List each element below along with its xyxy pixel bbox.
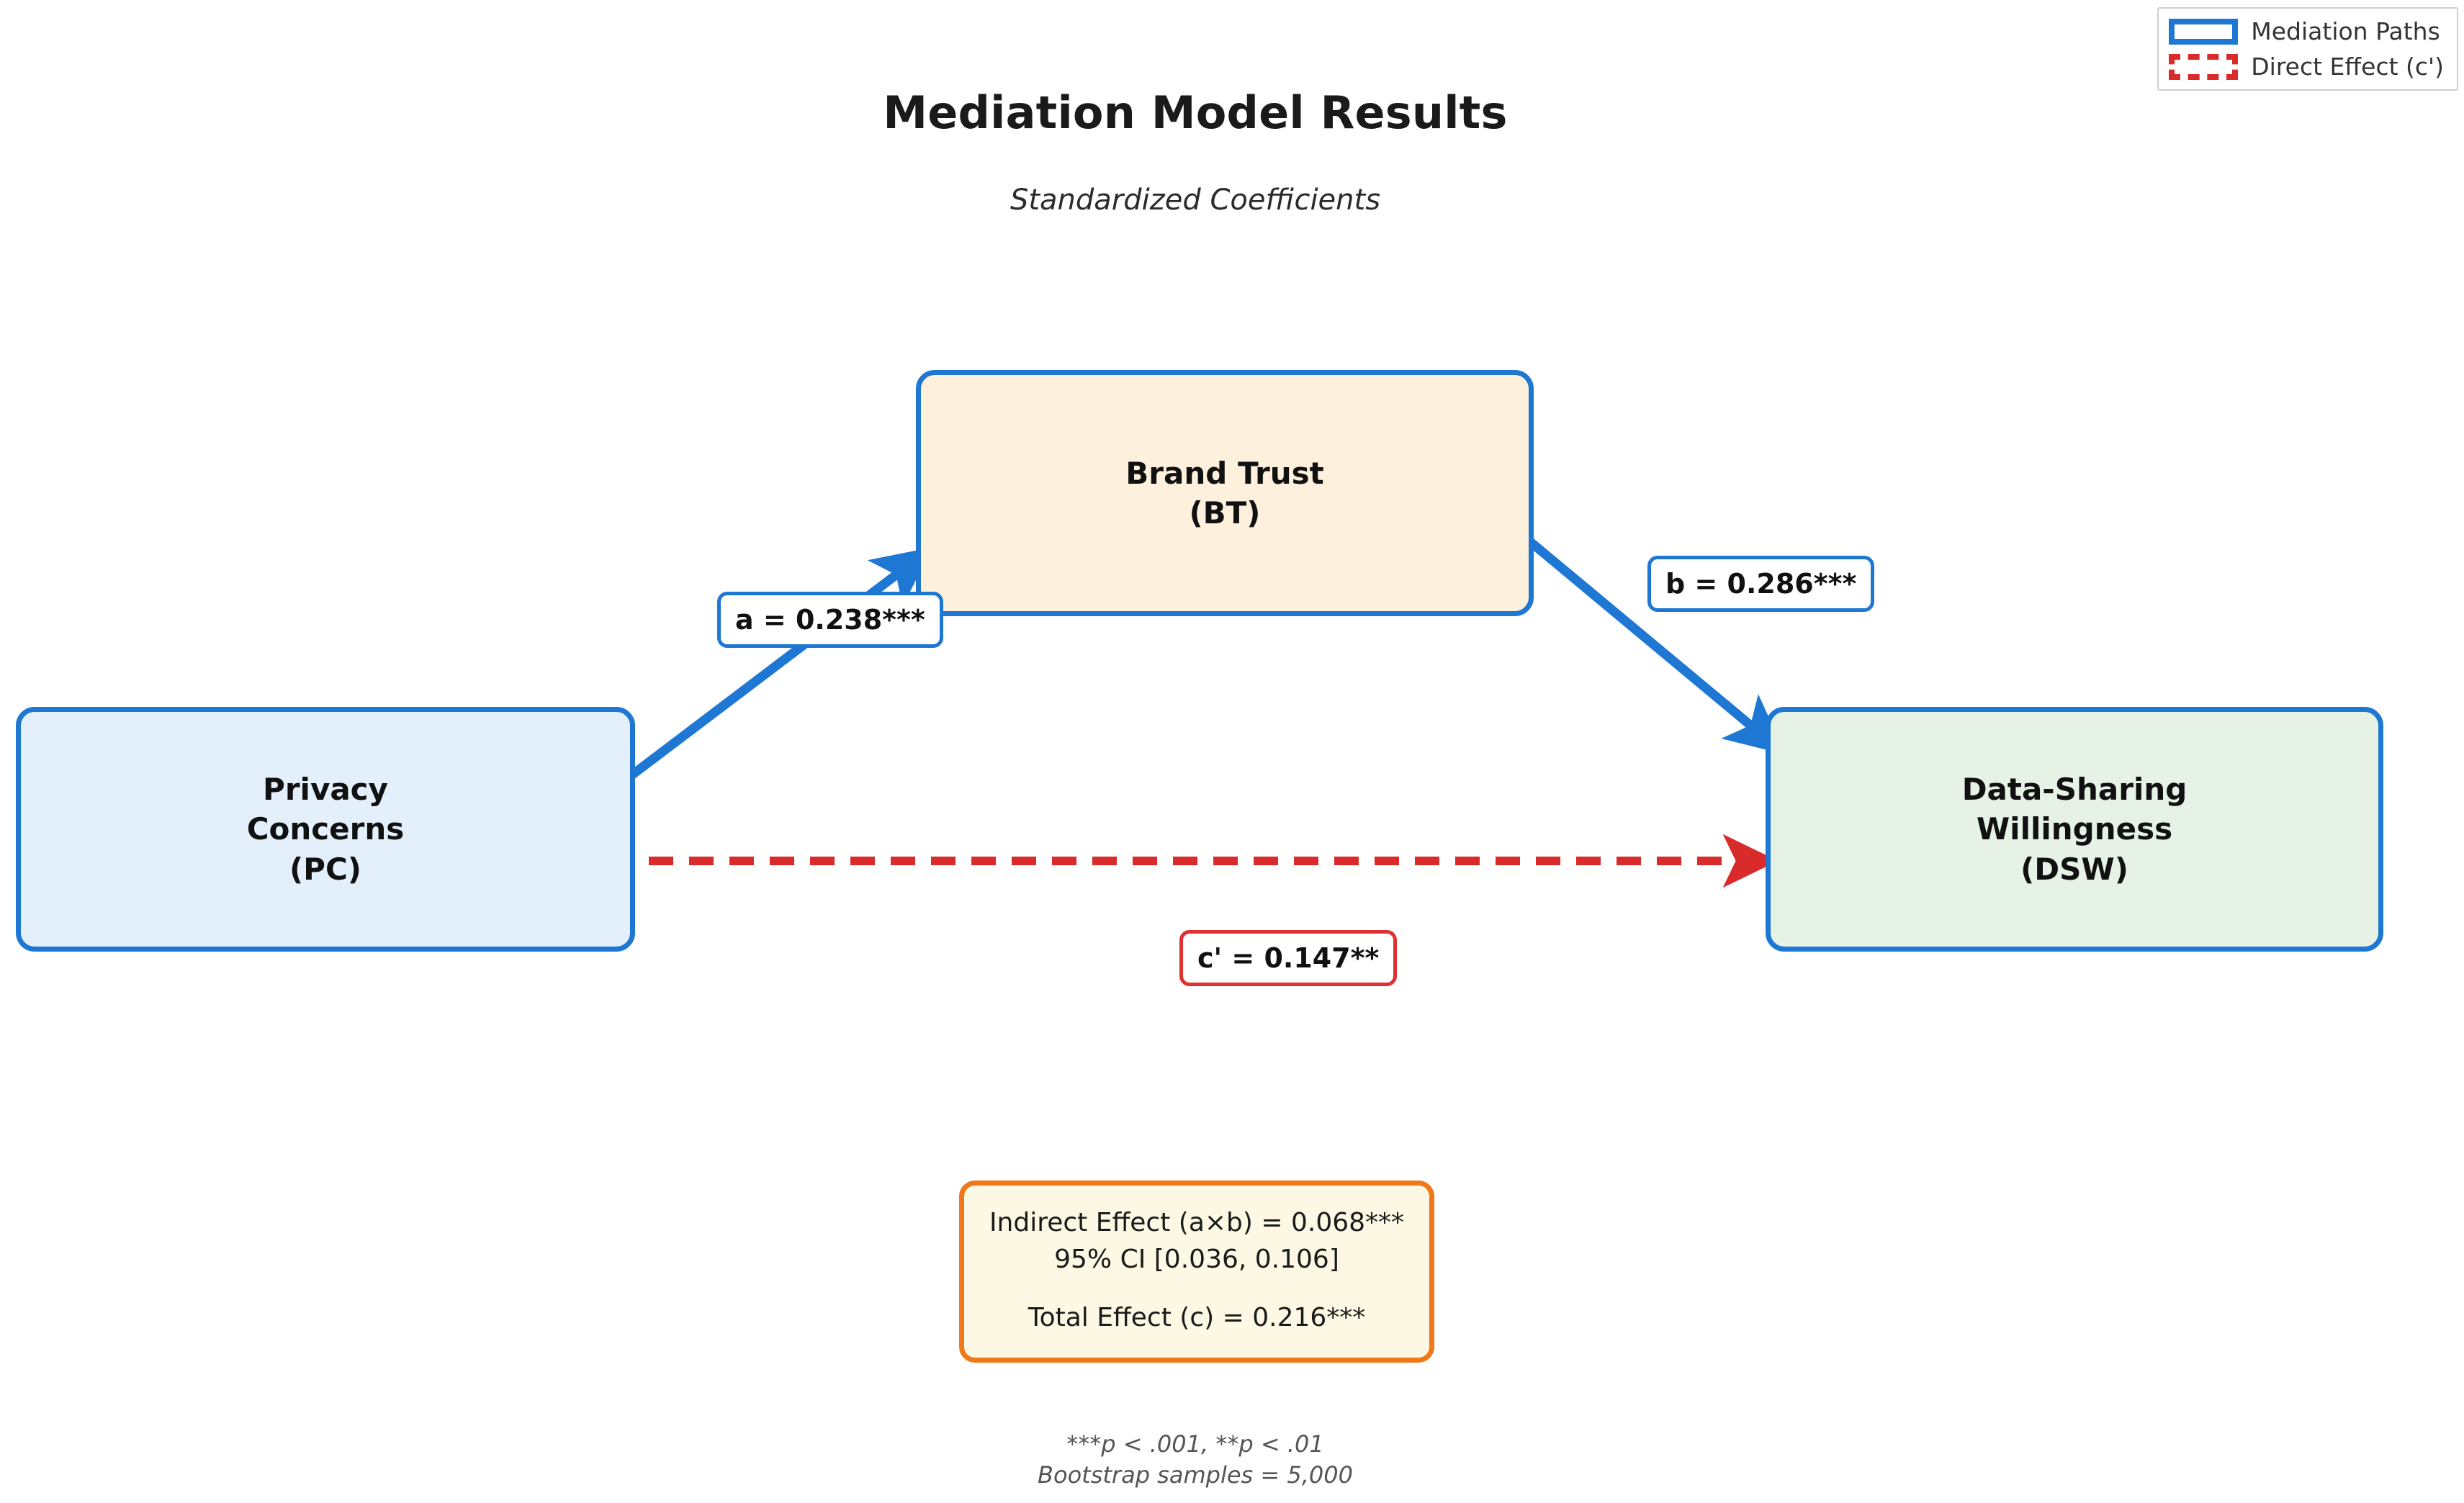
path-label-c-prime: c' = 0.147** [1179,930,1398,986]
figure-title: Mediation Model Results [883,86,1508,139]
stats-spacer [979,1278,1415,1299]
node-dsw-line1: Data-Sharing [1961,771,2188,807]
path-b-arrow [1507,522,1786,755]
footnote: ***p < .001, **p < .01 Bootstrap samples… [0,1429,2391,1491]
path-a-arrow [616,547,933,789]
legend-label-direct-effect: Direct Effect (c') [2251,53,2444,81]
node-bt-line2: (BT) [1189,495,1261,531]
figure-subtitle: Standardized Coefficients [1010,184,1381,217]
effects-summary-box: Indirect Effect (a×b) = 0.068*** 95% CI … [959,1181,1434,1363]
indirect-effect-text: Indirect Effect (a×b) = 0.068*** [989,1208,1405,1237]
footnote-bootstrap: Bootstrap samples = 5,000 [1038,1461,1353,1489]
node-pc-line3: (PC) [289,851,361,887]
legend-label-mediation-paths: Mediation Paths [2251,17,2440,45]
node-pc-line2: Concerns [246,811,405,847]
legend-item-mediation-paths[interactable]: Mediation Paths [2169,17,2444,45]
legend: Mediation Paths Direct Effect (c') [2157,7,2458,91]
footnote-significance: ***p < .001, **p < .01 [1066,1430,1324,1458]
node-brand-trust[interactable]: Brand Trust (BT) [916,370,1534,616]
total-effect-text: Total Effect (c) = 0.216*** [1028,1303,1366,1333]
legend-item-direct-effect[interactable]: Direct Effect (c') [2169,53,2444,81]
path-label-a: a = 0.238*** [717,592,943,648]
node-dsw-line2: Willingness [1976,811,2173,847]
node-dsw-line3: (DSW) [2020,851,2128,887]
path-label-b: b = 0.286*** [1647,556,1875,612]
node-pc-line1: Privacy [263,771,388,807]
dashed-rect-swatch-icon [2169,53,2239,80]
node-data-sharing-willingness[interactable]: Data-Sharing Willingness (DSW) [1766,707,2383,952]
node-bt-line1: Brand Trust [1125,455,1324,491]
solid-rect-swatch-icon [2169,18,2239,45]
node-privacy-concerns[interactable]: Privacy Concerns (PC) [16,707,635,952]
confidence-interval-text: 95% CI [0.036, 0.106] [1054,1245,1339,1275]
